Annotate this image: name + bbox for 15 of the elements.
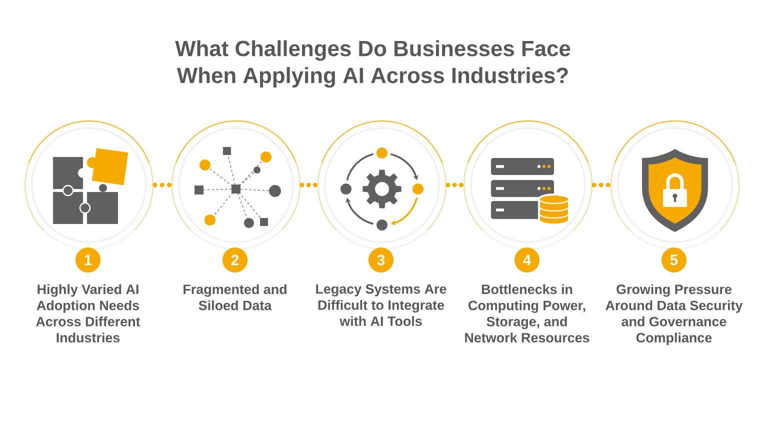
dotted-connector — [592, 182, 612, 188]
step-description: Growing Pressure Around Data Security and Governance Compliance — [606, 284, 743, 346]
number-badge: 5 — [662, 248, 686, 272]
step-description: Bottlenecks in Computing Power, Storage, and Network Resources — [465, 284, 590, 342]
dotted-connector — [152, 182, 172, 188]
step-description: Fragmented and Siloed Data — [184, 284, 286, 310]
step-description: Highly Varied AI Adoption Needs Across Different Industries — [36, 284, 140, 342]
number-badge: 2 — [222, 248, 248, 272]
number-badge: 1 — [76, 248, 100, 272]
title: What Challenges Do Businesses Face When Applying AI Across Industries? — [175, 40, 570, 88]
dotted-connector — [446, 182, 464, 188]
dotted-connector — [300, 182, 318, 188]
number-badge: 3 — [368, 248, 394, 272]
number-badge: 4 — [514, 248, 540, 272]
step-description: Legacy Systems Are Difficult to Integrate with AI Tools — [316, 284, 446, 326]
